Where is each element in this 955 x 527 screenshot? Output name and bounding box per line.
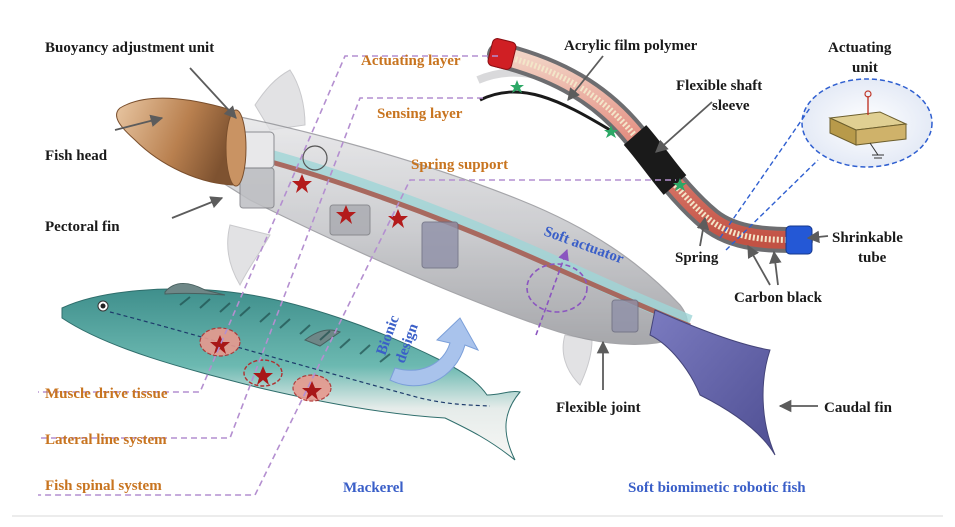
label-pectoral-fin: Pectoral fin <box>45 219 120 235</box>
mackerel-stripes <box>179 296 391 363</box>
green-star-2 <box>604 125 618 138</box>
mackerel-body <box>61 288 521 461</box>
robot-head-ring <box>225 109 247 187</box>
label-flexible-shaft-sleeve-1: Flexible shaft <box>676 78 762 94</box>
connector-actuating-muscle <box>38 55 498 393</box>
pelvic-fin-shape <box>562 334 593 386</box>
mackerel-dorsal-fin <box>164 283 226 296</box>
label-muscle-drive-tissue: Muscle drive tissue <box>45 386 168 402</box>
robot-head <box>116 97 239 186</box>
connector-spring-spinal <box>38 179 545 496</box>
robotic-fish <box>116 69 776 456</box>
label-lateral-line-system: Lateral line system <box>45 432 167 448</box>
pointer-arrows <box>114 55 829 413</box>
label-fish-spinal-system: Fish spinal system <box>45 478 162 494</box>
label-fish-head: Fish head <box>45 148 108 164</box>
label-shrinkable-tube-1: Shrinkable <box>832 230 903 246</box>
robot-block-5 <box>611 299 639 333</box>
arrow-shrinkable <box>806 230 829 244</box>
label-actuating-unit-2: unit <box>852 60 878 76</box>
soft-actuator-circle <box>526 263 588 313</box>
shrinkable-tube-cap <box>785 225 813 255</box>
actuating-unit-block <box>828 90 908 159</box>
muscle-ellipse-2 <box>243 359 283 387</box>
unit-connector-2 <box>725 159 819 251</box>
label-flexible-joint: Flexible joint <box>556 400 641 416</box>
label-caudal-fin: Caudal fin <box>824 400 893 416</box>
muscle-star-2 <box>253 366 273 385</box>
label-acrylic-film-polymer: Acrylic film polymer <box>564 38 698 54</box>
label-actuating-unit-1: Actuating <box>828 40 892 56</box>
actuator-detail <box>476 38 933 255</box>
soft-actuator-arrow <box>535 248 569 336</box>
arrow-spring <box>696 216 710 247</box>
arrow-buoyancy <box>189 67 237 119</box>
robot-tail <box>649 309 776 456</box>
arrow-fish-head <box>114 114 164 131</box>
dorsal-fin <box>254 69 306 131</box>
muscle-star-3 <box>302 381 322 400</box>
green-star-3 <box>673 178 687 191</box>
label-sensing-layer: Sensing layer <box>377 106 463 122</box>
unit-connector-1 <box>719 107 811 239</box>
robot-block-4 <box>421 221 459 269</box>
mackerel <box>61 283 521 461</box>
muscle-star-1 <box>210 335 230 354</box>
label-carbon-black: Carbon black <box>734 290 823 306</box>
dashed-connectors <box>38 55 676 496</box>
green-star-1 <box>510 80 524 93</box>
red-end-cap <box>487 38 517 70</box>
mackerel-lateral-line <box>109 311 491 407</box>
robot-joint-circle <box>302 145 328 171</box>
mackerel-pupil <box>100 303 106 309</box>
robot-block-2 <box>239 167 275 209</box>
label-spring-support: Spring support <box>411 157 508 173</box>
label-flexible-shaft-sleeve-2: sleeve <box>712 98 750 114</box>
pectoral-fin-shape <box>227 224 271 287</box>
label-soft-biomimetic-robotic-fish: Soft biomimetic robotic fish <box>628 480 806 496</box>
arrow-carbon-1 <box>747 244 771 286</box>
label-actuating-layer: Actuating layer <box>361 53 461 69</box>
text-labels: Buoyancy adjustment unit Fish head Pecto… <box>45 38 903 496</box>
arrow-pectoral <box>171 196 224 219</box>
sensing-layer-sheet <box>479 90 611 132</box>
connector-sensing-lateral <box>38 97 483 439</box>
flexible-shaft-sleeve-section <box>623 125 687 195</box>
label-mackerel: Mackerel <box>343 480 404 496</box>
robot-inner-core <box>224 147 691 329</box>
spine-star-3 <box>388 209 408 228</box>
spine-star-1 <box>292 174 312 193</box>
arrow-acrylic <box>567 55 604 101</box>
label-shrinkable-tube-2: tube <box>858 250 887 266</box>
label-spring: Spring <box>675 250 719 266</box>
arrow-sleeve <box>655 101 713 153</box>
label-buoyancy-adjustment-unit: Buoyancy adjustment unit <box>45 40 214 56</box>
bionic-design-arrow <box>389 317 480 387</box>
arrow-carbon-2 <box>769 250 782 286</box>
spine-star-2 <box>336 205 356 224</box>
